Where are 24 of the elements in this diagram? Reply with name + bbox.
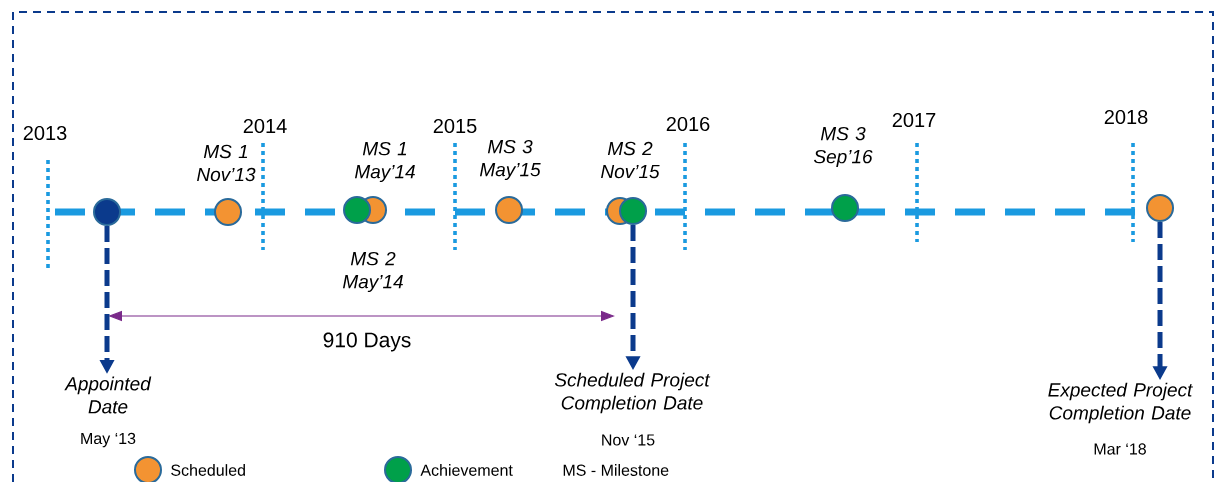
milestone-label: MS 2 Nov’15 <box>601 141 660 179</box>
date-label: Nov ‘15 <box>602 434 655 446</box>
milestone-marker <box>831 194 859 222</box>
milestone-marker <box>343 196 371 224</box>
milestone-marker <box>93 198 121 226</box>
milestone-marker <box>495 196 523 224</box>
milestone-label: MS 1 May’14 <box>355 141 415 183</box>
milestone-marker <box>619 197 647 225</box>
duration-label: 910 Days <box>323 332 411 352</box>
milestone-marker <box>1146 194 1174 222</box>
legend-label: Scheduled <box>171 464 245 476</box>
note-text: MS - Milestone <box>563 464 669 476</box>
milestone-marker <box>214 198 242 226</box>
legend-label: Achievement <box>420 464 513 476</box>
caption-text: Expected Project Completion Date <box>1048 382 1193 424</box>
year-label: 2015 <box>433 118 477 134</box>
caption-text: Appointed Date <box>64 376 152 414</box>
year-label: 2016 <box>666 116 710 132</box>
caption-text: Scheduled Project Completion Date <box>554 372 711 414</box>
date-label: May ‘13 <box>81 432 136 448</box>
year-label: 2014 <box>243 118 287 134</box>
date-label: Mar ‘18 <box>1094 443 1146 455</box>
milestone-label: MS 2 May’14 <box>343 251 403 293</box>
milestone-label: MS 3 Sep’16 <box>813 126 873 168</box>
